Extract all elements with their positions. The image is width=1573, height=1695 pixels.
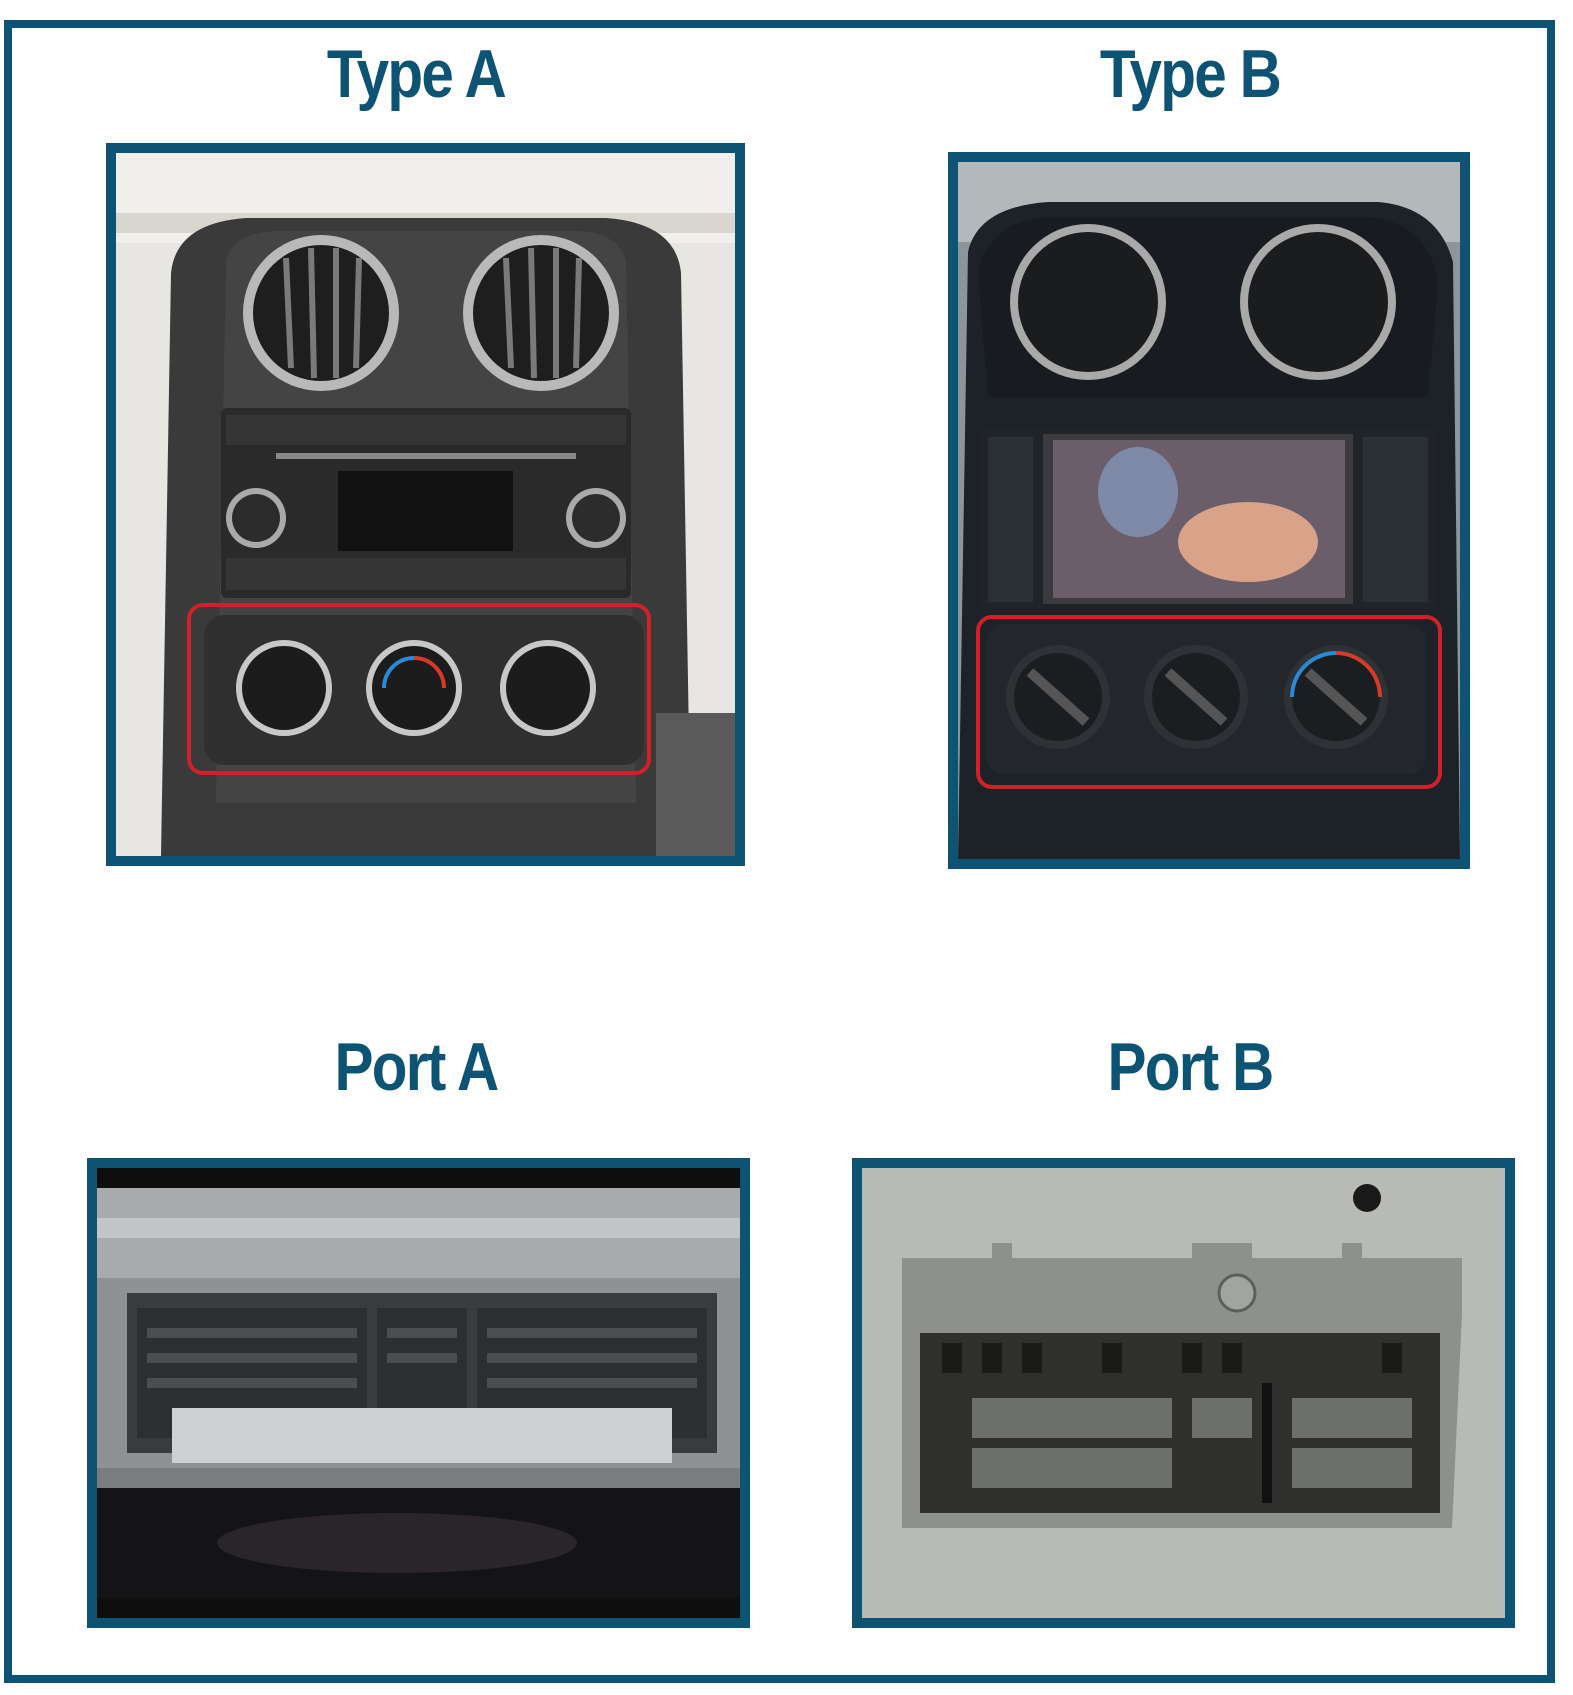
panel-title-type-b: Type B <box>1099 36 1282 112</box>
port-a-connector-image <box>97 1168 740 1618</box>
type-b-dashboard-photo <box>948 152 1470 869</box>
type-a-dashboard-image <box>116 153 735 856</box>
port-b-connector-photo <box>852 1158 1515 1628</box>
panel-title-type-a: Type A <box>326 36 507 112</box>
type-a-dashboard-photo <box>106 143 745 866</box>
panel-title-port-b: Port B <box>1107 1029 1274 1105</box>
type-b-dashboard-image <box>958 162 1460 859</box>
port-a-connector-photo <box>87 1158 750 1628</box>
panel-title-port-a: Port A <box>334 1029 500 1105</box>
port-b-connector-image <box>862 1168 1505 1618</box>
